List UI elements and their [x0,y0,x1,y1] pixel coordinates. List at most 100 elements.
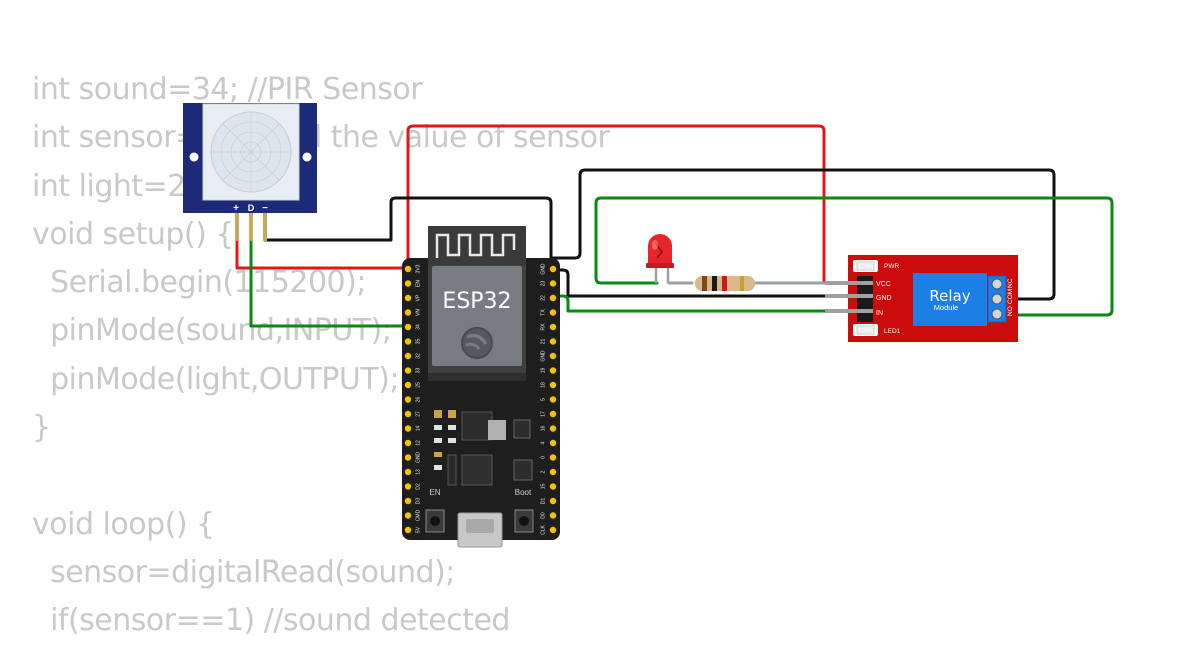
wire-green-relay-in[interactable] [551,294,855,313]
esp32-pin-right[interactable] [549,512,557,519]
red-led[interactable] [646,234,674,283]
usb-chip [461,454,493,486]
pir-pin-data[interactable] [249,213,253,241]
esp32-pin-label-right: 22 [540,295,546,301]
esp32-pin-right[interactable] [549,497,557,505]
boot-button[interactable] [514,509,534,533]
pir-pin-label-vcc: + [233,203,239,214]
relay-pin-in[interactable] [825,309,873,313]
relay-pin-gnd[interactable] [825,294,873,298]
esp32-pin-label-right: 4 [540,441,546,444]
esp32-pin-right[interactable] [549,410,557,418]
esp32-pin-left[interactable] [404,526,412,534]
esp32-pin-label-right: 5 [540,398,546,401]
mounting-hole-left [189,152,199,162]
esp32-pin-right[interactable] [549,526,557,534]
esp32-pin-right[interactable] [549,381,557,389]
esp32-pin-left[interactable] [404,280,412,287]
pir-sensor[interactable]: + D − [183,103,317,241]
esp32-pin-right[interactable] [549,468,557,476]
esp32-pin-right[interactable] [549,425,557,432]
esp32-pin-label-right: RX [540,323,546,331]
esp32-pin-label-left: 14 [415,426,421,432]
relay-label-gnd: GND [876,295,892,302]
esp32-pin-label-left: CMD [415,509,421,521]
esp32-pin-right[interactable] [549,323,557,331]
esp32-pin-left[interactable] [404,323,412,331]
relay-pin-vcc[interactable] [825,281,873,285]
en-button[interactable] [425,509,445,533]
esp32-pin-label-right: D1 [540,498,546,505]
relay-module[interactable]: PWR LED1 VCC GND IN Relay Module NO COM … [825,255,1018,342]
esp32-pin-left[interactable] [404,439,412,447]
esp32-pin-left[interactable] [404,265,412,273]
esp32-pin-label-left: 33 [415,368,421,374]
esp32-pin-label-right: 17 [540,411,546,417]
wire-black-pir-gnd[interactable] [263,196,559,266]
esp32-pin-label-left: 34 [415,324,421,330]
esp32-pin-label-left: VN [415,309,421,316]
terminal-screw-nc[interactable] [991,278,1003,290]
pwr-label: PWR [884,263,899,270]
esp32-pin-left[interactable] [404,294,412,302]
esp32-pin-left[interactable] [404,468,412,476]
esp32-pin-left[interactable] [404,483,412,490]
esp32-pin-right[interactable] [549,439,557,447]
esp32-pin-right[interactable] [549,294,557,302]
circuit-canvas: + D − ESP32 [183,103,1114,548]
esp32-pin-label-left: 26 [415,397,421,403]
wire-green-led-no[interactable] [594,196,1114,317]
pir-pin-vcc[interactable] [235,213,239,241]
esp32-pin-right[interactable] [549,309,557,316]
led1-label: LED1 [884,328,901,335]
resistor[interactable] [695,276,755,291]
esp32-pin-label-left: EN [415,280,421,287]
esp32-pin-label-left: 12 [415,440,421,446]
wire-red-vcc-bus[interactable] [406,124,855,285]
wire-red-pir-vcc[interactable] [235,238,410,270]
esp32-pin-right[interactable] [549,352,557,360]
esp32-label: ESP32 [442,289,511,314]
esp32-pin-left[interactable] [404,309,412,316]
terminal-label-nc: NC [1007,278,1014,288]
wire-black-relay-com[interactable] [551,168,1056,301]
esp32-pin-right[interactable] [549,265,557,273]
esp32-pin-left[interactable] [404,338,412,345]
esp32-pin-label-left: VP [415,294,421,301]
esp32-pin-left[interactable] [404,396,412,403]
code-line: void setup() { [32,216,234,252]
esp32-pin-left[interactable] [404,512,412,519]
mounting-hole-right [302,152,312,162]
esp32-pin-left[interactable] [404,425,412,432]
esp32-pin-left[interactable] [404,381,412,389]
chip-regulator [461,411,493,441]
esp32-pin-label-left: D3 [415,498,421,505]
esp32-pin-left[interactable] [404,410,412,418]
pir-pin-gnd[interactable] [263,213,267,241]
esp32-pin-label-right: 15 [540,484,546,490]
esp32-pin-left[interactable] [404,352,412,360]
esp32-pin-left[interactable] [404,497,412,505]
code-line: sensor=digitalRead(sound); [32,554,455,590]
esp32-pin-left[interactable] [404,367,412,374]
esp32-pin-right[interactable] [549,280,557,287]
esp32-pin-right[interactable] [549,483,557,490]
esp32-left-pin-header: 3V3ENVPVN343532332526271412GND13D2D3CMD5… [404,264,421,534]
relay-subtitle: Module [934,303,959,312]
esp32-board[interactable]: ESP32 EN Boot [402,226,560,548]
esp32-pin-label-right: TX [540,309,546,316]
wire-black-esp-relay-gnd[interactable] [551,268,855,298]
boot-button-label: Boot [515,488,532,497]
wire-green-pir-signal[interactable] [249,238,412,328]
esp32-pin-right[interactable] [549,396,557,403]
terminal-label-no: NO [1007,306,1014,316]
usb-port-icon[interactable] [457,512,503,548]
esp32-pin-left[interactable] [404,454,412,461]
esp32-pin-right[interactable] [549,454,557,461]
terminal-screw-com[interactable] [991,293,1003,305]
esp32-pin-right[interactable] [549,367,557,374]
esp32-pin-right[interactable] [549,338,557,345]
terminal-screw-no[interactable] [991,308,1003,320]
esp32-pin-label-left: 25 [415,382,421,388]
